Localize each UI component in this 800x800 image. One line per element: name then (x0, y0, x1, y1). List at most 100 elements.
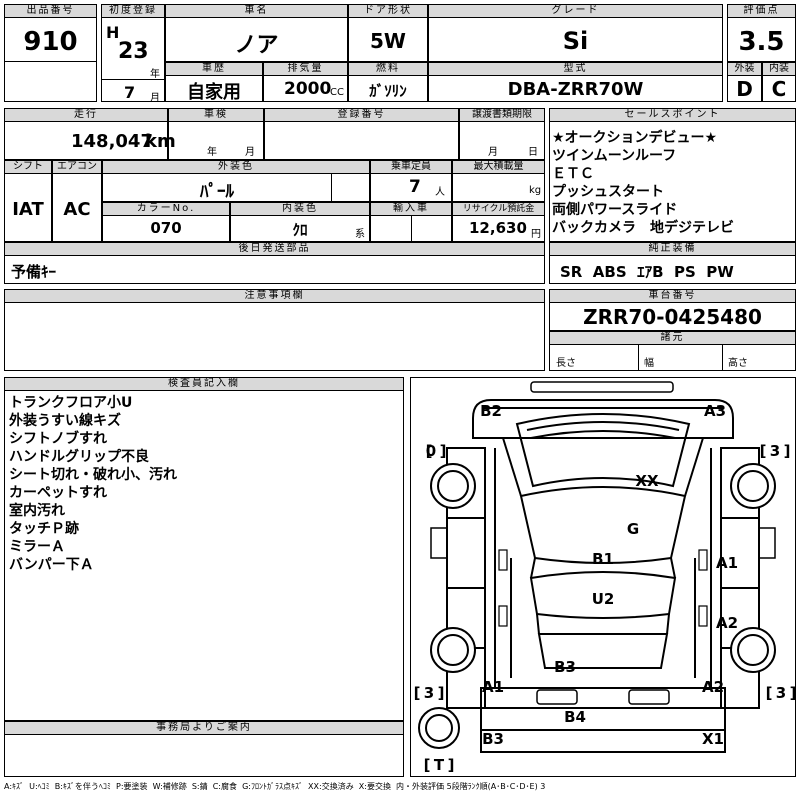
inspector-note: タッチＰ跡 (9, 521, 79, 537)
model-value: DBA-ZRR70W (507, 79, 644, 100)
door-value: 5W (370, 29, 406, 53)
era-value: H (106, 23, 120, 42)
interior-color-box: 内装色 ｸﾛ 系 (230, 202, 370, 242)
car-outline (430, 381, 776, 753)
transfer-month-unit: 月 (488, 147, 498, 158)
mileage-label: 走行 (5, 109, 167, 122)
tire-readings: [0] [3] [3] [3] [T] (414, 442, 797, 774)
svg-text:[: [ (766, 684, 773, 702)
history-label: 車歴 (166, 63, 262, 76)
mark-u2: U2 (592, 590, 615, 608)
capacity-box: 乗車定員 7 人 (370, 160, 452, 202)
color-number-label: カラーNo. (103, 203, 229, 216)
payload-box: 最大積載量 kg (452, 160, 545, 202)
shift-label: シフト (5, 161, 51, 174)
score-box: 評価点 3.5 (727, 4, 796, 62)
mileage-value: 148,047 (71, 131, 153, 152)
car-name-box: 車名 ノア (165, 4, 348, 62)
payload-label: 最大積載量 (453, 161, 544, 174)
inspector-note: カーペットすれ (9, 485, 107, 501)
interior-color-unit: 系 (355, 229, 365, 240)
exterior-box: 外装 D (727, 62, 762, 102)
legend: A:ｷｽﾞ U:ﾍｺﾐ B:ｷｽﾞを伴うﾍｺﾐ P:要塗装 W:補修跡 S:錆 … (4, 782, 546, 791)
svg-text:]: ] (438, 684, 445, 702)
history-box: 車歴 自家用 (165, 62, 263, 103)
transfer-deadline-box: 譲渡書類期限 月 日 (459, 108, 545, 160)
inspector-note: シート切れ・破れ小、汚れ (9, 467, 177, 483)
lot-number-box: 出品番号 910 (4, 4, 97, 102)
genuine-equipment-box: 純正装備 SR ABS ｴｱB PS PW (549, 242, 796, 284)
inspector-note: 外装うすい線キズ (9, 413, 121, 429)
mark-b3-bottom: B3 (482, 730, 504, 748)
inspector-note: ハンドルグリップ不良 (9, 449, 149, 465)
capacity-label: 乗車定員 (371, 161, 451, 174)
interior-color-label: 内装色 (231, 203, 369, 216)
mark-a1-left: A1 (482, 678, 504, 696)
mark-b3-center: B3 (554, 658, 576, 676)
displacement-unit: CC (330, 87, 344, 98)
color-number-value: 070 (150, 219, 182, 237)
exterior-value: D (736, 77, 753, 101)
svg-text:[: [ (426, 442, 433, 460)
sales-point-box: セールスポイント ★オークションデビュー★ ツインムーンルーフ ＥＴＣ プッシュ… (549, 108, 796, 242)
inspector-note: バンパー下Ａ (9, 557, 94, 573)
mark-a2-left: A2 (702, 678, 724, 696)
svg-text:]: ] (790, 684, 795, 702)
chassis-number-label: 車台番号 (550, 290, 795, 303)
notes-label: 注意事項欄 (5, 290, 544, 303)
interior-value: C (771, 77, 787, 101)
inspector-notes-list: トランクフロア小U 外装うすい線キズ シフトノブすれ ハンドルグリップ不良 シー… (9, 394, 177, 574)
displacement-value: 2000 (284, 79, 332, 99)
sales-point-item: ★オークションデビュー★ (552, 130, 718, 146)
inspection-label: 車検 (169, 109, 263, 122)
color-number-box: カラーNo. 070 (102, 202, 230, 242)
exterior-color-value: ﾊﾟｰﾙ (200, 182, 234, 202)
year-unit: 年 (150, 69, 160, 80)
interior-label: 内装 (763, 63, 795, 76)
payload-unit: kg (529, 185, 542, 196)
car-diagram: [0] [3] [3] [3] [T] B2 A3 XX G B1 A1 U2 … (414, 381, 797, 774)
capacity-unit: 人 (435, 187, 445, 198)
mileage-box: 走行 148,047 km (4, 108, 176, 160)
recycle-box: リサイクル預託金 12,630 円 (452, 202, 545, 242)
tires (418, 463, 776, 749)
inspection-box: 車検 年 月 (168, 108, 264, 160)
aircon-value: AC (63, 199, 91, 220)
inspector-note: 室内汚れ (9, 503, 65, 519)
sales-point-item: バックカメラ 地デジテレビ (552, 220, 734, 236)
inspector-note: ミラーＡ (9, 539, 65, 555)
first-registration-box: 初度登録 H 23 年 7 月 (101, 4, 165, 104)
grade-label: グレード (429, 5, 722, 18)
specs-box: 諸元 長さ 幅 高さ (549, 331, 796, 371)
lot-number-value: 910 (23, 27, 78, 57)
sales-point-list: ★オークションデビュー★ ツインムーンルーフ ＥＴＣ プッシュスタート 両側パワ… (552, 129, 734, 237)
svg-text:]: ] (448, 756, 455, 774)
first-registration-label: 初度登録 (102, 5, 164, 18)
later-parts-value: 予備ｷｰ (11, 263, 57, 281)
svg-text:[: [ (414, 684, 421, 702)
history-value: 自家用 (187, 82, 241, 103)
inspector-box: 検査員記入欄 トランクフロア小U 外装うすい線キズ シフトノブすれ ハンドルグリ… (4, 377, 404, 721)
mark-a1-right: A1 (716, 554, 738, 572)
shift-box: シフト IAT (4, 160, 52, 242)
displacement-box: 排気量 2000 CC (263, 62, 348, 102)
inspector-label: 検査員記入欄 (5, 378, 403, 391)
sales-point-item: ＥＴＣ (552, 166, 594, 182)
grade-box: グレード Si (428, 4, 723, 62)
svg-text:]: ] (784, 442, 791, 460)
displacement-label: 排気量 (264, 63, 347, 76)
tire-rear-left: 3 (424, 684, 434, 702)
spec-width-label: 幅 (644, 358, 654, 369)
mark-b1: B1 (592, 550, 614, 568)
score-label: 評価点 (728, 5, 795, 18)
spec-height-label: 高さ (728, 358, 748, 369)
model-box: 型式 DBA-ZRR70W (428, 62, 723, 102)
recycle-value: 12,630 (469, 219, 527, 237)
aircon-box: エアコン AC (52, 160, 102, 242)
mark-x1: X1 (702, 730, 724, 748)
exterior-label: 外装 (728, 63, 761, 76)
car-name-label: 車名 (166, 5, 347, 18)
interior-color-value: ｸﾛ (292, 221, 308, 239)
door-box: ドア形状 5W (348, 4, 428, 62)
mark-b4: B4 (564, 708, 586, 726)
